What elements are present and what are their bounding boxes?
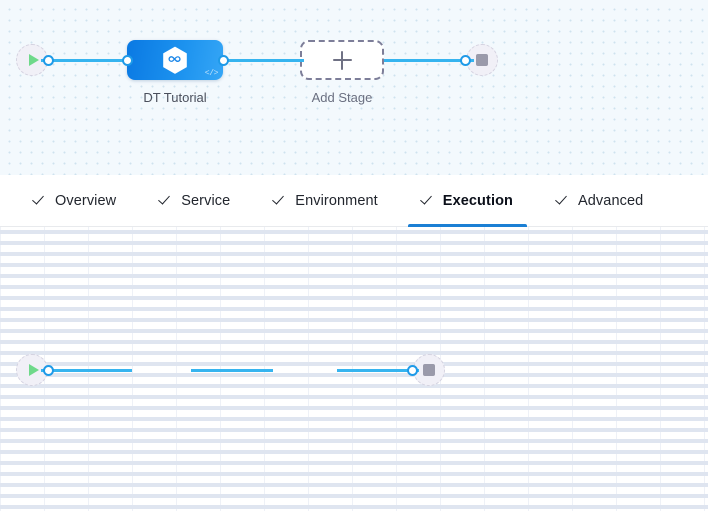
edge-stage-to-add-stage xyxy=(218,59,304,62)
execution-graph-canvas[interactable]: </> Fetch Instances Add Step xyxy=(0,227,708,511)
stage-node-dt-tutorial[interactable]: </> DT Tutorial xyxy=(121,40,229,105)
check-icon xyxy=(274,194,287,207)
add-stage-label: Add Stage xyxy=(311,90,373,105)
stage-config-tab-bar[interactable]: Overview Service Environment Execution A… xyxy=(0,175,708,227)
step-end-node[interactable] xyxy=(407,354,445,386)
plus-icon xyxy=(332,50,352,70)
play-icon xyxy=(28,54,39,66)
tab-label: Advanced xyxy=(578,192,644,209)
tab-environment[interactable]: Environment xyxy=(252,175,400,227)
edge-step-to-add-step xyxy=(191,369,273,372)
edge-add-step-to-end xyxy=(337,369,419,372)
tab-label: Service xyxy=(181,192,231,209)
edge-add-stage-to-end xyxy=(384,59,474,62)
edge-start-to-step xyxy=(41,369,132,372)
play-icon xyxy=(28,364,39,376)
tab-service[interactable]: Service xyxy=(138,175,252,227)
stop-icon xyxy=(476,54,488,66)
stage-graph-canvas[interactable]: </> DT Tutorial Add Stage xyxy=(0,0,708,175)
add-stage-box[interactable] xyxy=(300,40,384,80)
end-input-port[interactable] xyxy=(460,54,471,66)
end-input-port[interactable] xyxy=(407,364,418,376)
stage-node-body[interactable]: </> xyxy=(127,40,223,80)
tab-overview[interactable]: Overview xyxy=(12,175,138,227)
stage-input-port[interactable] xyxy=(121,54,133,66)
tab-advanced[interactable]: Advanced xyxy=(535,175,665,227)
check-icon xyxy=(422,194,435,207)
start-output-port[interactable] xyxy=(43,364,54,376)
tab-label: Execution xyxy=(442,192,513,209)
add-stage-button[interactable]: Add Stage xyxy=(300,40,384,105)
stage-output-port[interactable] xyxy=(217,54,229,66)
edge-start-to-stage xyxy=(41,59,131,62)
stop-icon xyxy=(423,364,435,376)
stage-end-node[interactable] xyxy=(460,44,498,76)
harness-hexagon-icon xyxy=(163,46,187,74)
code-badge-icon: </> xyxy=(204,69,219,78)
tab-label: Overview xyxy=(55,192,117,209)
active-tab-indicator xyxy=(407,223,527,227)
tab-execution[interactable]: Execution xyxy=(400,175,535,227)
check-icon xyxy=(34,194,47,207)
stage-node-label: DT Tutorial xyxy=(143,90,207,105)
start-circle xyxy=(16,354,48,386)
check-icon xyxy=(160,194,173,207)
step-start-node[interactable] xyxy=(16,354,54,386)
start-circle xyxy=(16,44,48,76)
tab-label: Environment xyxy=(295,192,378,209)
start-output-port[interactable] xyxy=(43,54,54,66)
check-icon xyxy=(557,194,570,207)
stage-start-node[interactable] xyxy=(16,44,54,76)
